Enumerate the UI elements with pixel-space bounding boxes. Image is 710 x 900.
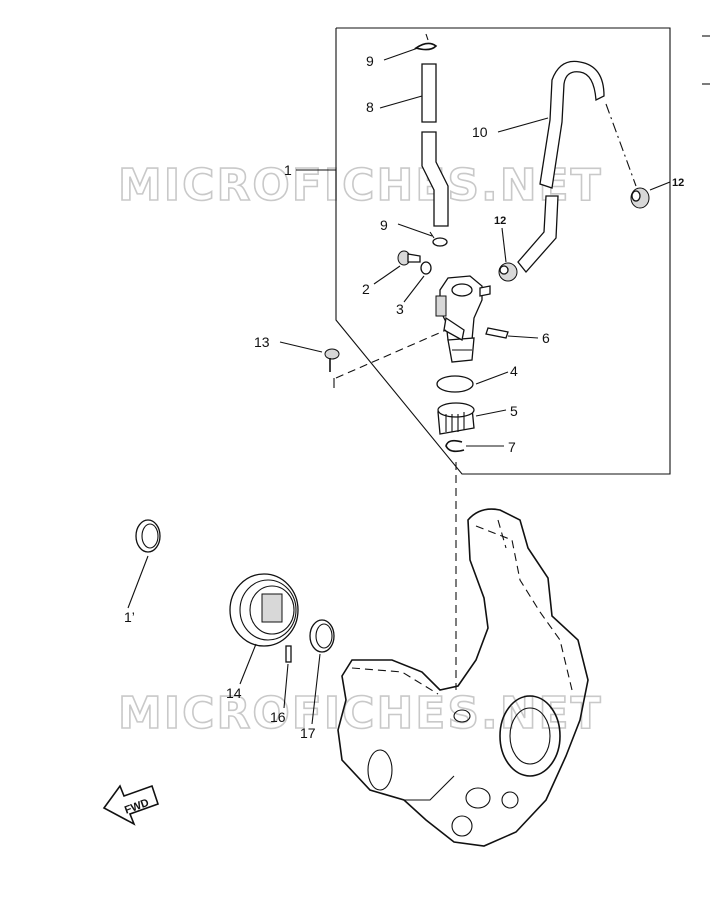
clamp-upper	[414, 33, 438, 51]
leader-12b	[501, 227, 507, 263]
screw-13	[324, 348, 340, 372]
callout-3: 3	[396, 301, 404, 317]
o-ring-4	[436, 375, 474, 393]
callout-7: 7	[508, 439, 516, 455]
callout-2: 2	[362, 281, 370, 297]
callout-9a: 9	[366, 53, 374, 69]
callout-9b: 9	[380, 217, 388, 233]
watermark-bottom: MICROFICHES.NET	[118, 688, 603, 739]
leader-17	[311, 653, 321, 725]
leader-3	[403, 275, 425, 303]
pump-body	[435, 275, 491, 363]
assembly-boundary	[335, 27, 671, 475]
hose-10-lower	[517, 195, 559, 274]
clamp-lower	[429, 231, 448, 247]
centerline-12	[605, 103, 637, 187]
leader-14	[239, 643, 257, 685]
callout-1: 1	[284, 162, 292, 178]
callout-6: 6	[542, 330, 550, 346]
ring-17	[309, 619, 335, 653]
callout-12b: 12	[494, 215, 506, 227]
leader-16	[283, 663, 289, 709]
leader-15	[127, 555, 149, 609]
fwd-label: FWD	[123, 797, 151, 817]
callout-13: 13	[254, 334, 270, 350]
crankcase-housing	[337, 508, 589, 847]
leader-13	[279, 341, 323, 353]
callout-12a: 12	[672, 177, 684, 189]
callout-14: 14	[226, 685, 242, 701]
callout-16: 16	[270, 709, 286, 725]
leader-9a	[383, 47, 419, 61]
ring-15	[135, 519, 161, 553]
hose-10	[539, 60, 605, 189]
leader-4	[475, 371, 509, 385]
leader-12a	[649, 181, 671, 191]
watermark-top: MICROFICHES.NET	[118, 160, 603, 211]
pin-6	[485, 327, 509, 339]
clip-7	[445, 439, 465, 453]
callout-10: 10	[472, 124, 488, 140]
cap-12-left	[498, 262, 518, 282]
callout-4: 4	[510, 363, 518, 379]
callout-15: 1’	[124, 609, 135, 625]
leader-5	[475, 409, 507, 417]
screw-2	[397, 250, 421, 266]
pulley-14	[229, 573, 299, 647]
callout-8: 8	[366, 99, 374, 115]
pin-16	[285, 645, 292, 663]
leader-6	[507, 335, 539, 339]
hose-8	[421, 63, 449, 227]
leader-10	[497, 117, 549, 133]
fwd-arrow-badge: FWD	[102, 784, 160, 826]
callout-17: 17	[300, 725, 316, 741]
leader-9b	[397, 223, 433, 237]
leader-8	[379, 95, 423, 109]
centerline-13	[335, 329, 447, 379]
gear-5	[437, 402, 475, 435]
washer-3	[420, 261, 432, 275]
leader-2	[373, 265, 401, 285]
cap-12-right	[630, 187, 650, 209]
callout-5: 5	[510, 403, 518, 419]
